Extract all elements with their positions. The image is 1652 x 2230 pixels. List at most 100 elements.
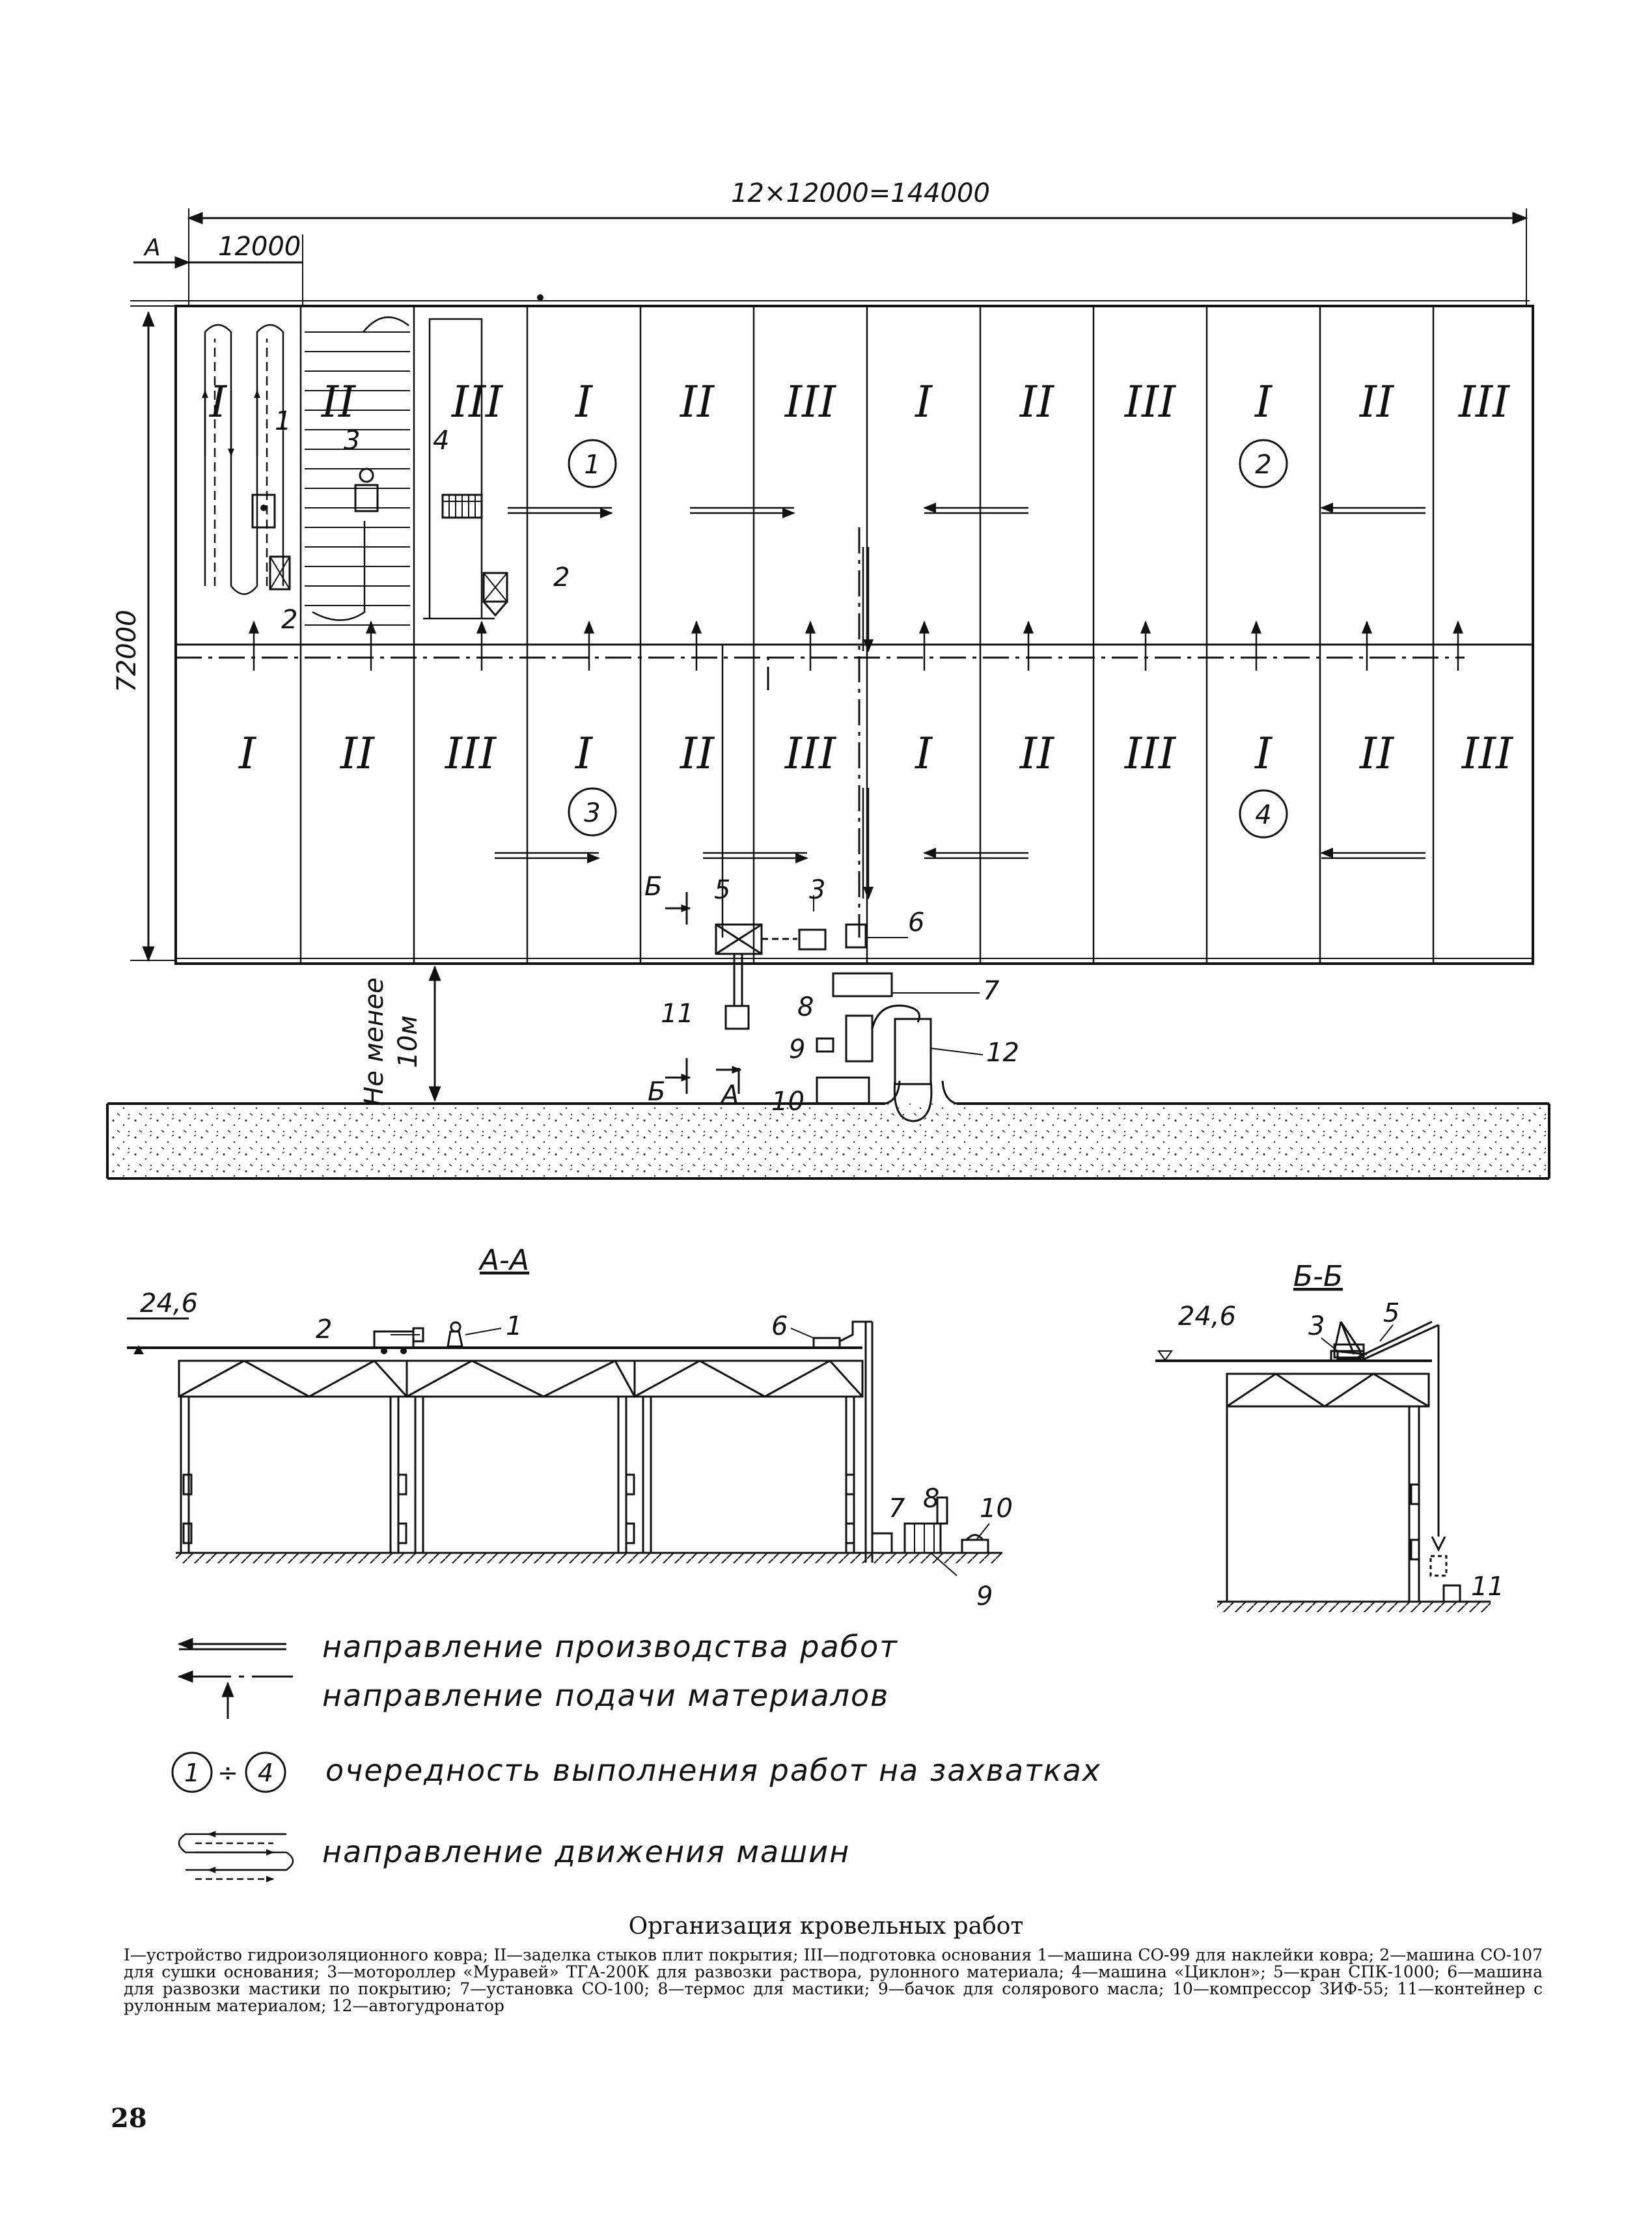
road-strip [106, 1080, 1550, 1180]
oil-tank-icon [816, 1037, 834, 1053]
roll-container-icon [724, 1005, 750, 1030]
co100-unit-icon [832, 972, 893, 997]
section-label: 5 [1383, 1298, 1399, 1328]
machine-label-3: 3 [344, 426, 360, 456]
mastic-thermos-icon [903, 1522, 942, 1554]
section-aa-elevation: 24,6 [140, 1289, 198, 1318]
sequence-number: 1 [584, 450, 600, 480]
section-cut-label: Б [644, 872, 662, 902]
work-arrow-left [923, 848, 1028, 859]
plan-machine-labels: 1 2 3 4 2 [275, 406, 570, 635]
work-arrow-left [1320, 503, 1425, 514]
machine-label-2: 2 [553, 563, 570, 592]
legend-sequence-to: 4 [258, 1759, 273, 1787]
legend-sequence: очередность выполнения работ на захватка… [325, 1753, 1101, 1788]
row-label: I [575, 377, 594, 427]
page-number: 28 [111, 2103, 147, 2134]
work-arrow-right [495, 852, 600, 863]
section-label: 9 [976, 1582, 993, 1611]
mastic-cart-icon [845, 923, 867, 949]
section-cut-marks: Б Б А [644, 872, 742, 1110]
row-label: I [1254, 377, 1273, 427]
total-dimension-label: 12×12000=144000 [731, 178, 990, 208]
scooter-icon [1336, 1350, 1362, 1360]
legend-work-direction-symbol [177, 1638, 286, 1651]
scooter-icon [798, 928, 827, 951]
legend-sequence-separator: ÷ [217, 1759, 238, 1787]
section-label: 8 [923, 1484, 939, 1514]
row-label: I [915, 377, 933, 427]
work-arrow-left [1320, 848, 1425, 859]
co100-unit-icon [871, 1532, 893, 1554]
row-label: I [915, 729, 933, 779]
section-label: 2 [316, 1315, 332, 1345]
machine-label-7: 7 [983, 976, 1000, 1006]
machine-label-2: 2 [281, 605, 297, 635]
row-label: I [209, 377, 228, 427]
height-dimension-line: 72000 [112, 305, 176, 962]
machine-label-6: 6 [908, 908, 924, 938]
section-label: 1 [506, 1311, 522, 1341]
row-label: II [1019, 377, 1055, 427]
work-arrow-left [923, 503, 1028, 514]
min-distance-dimension: Не менее 10м [359, 965, 441, 1106]
roll-container-icon [1442, 1584, 1461, 1603]
sequence-circles: 1 2 3 4 [568, 439, 1288, 839]
section-cut-label: Б [648, 1077, 665, 1107]
row-label: II [321, 377, 357, 427]
row-label: II [1019, 729, 1055, 779]
machine-label-12: 12 [986, 1038, 1019, 1068]
legend-work-direction: направление производства работ [322, 1629, 898, 1664]
section-label: 3 [1308, 1311, 1325, 1341]
section-label: 10 [980, 1494, 1013, 1524]
min-distance-label: Не менее [359, 977, 389, 1106]
row-label: II [680, 377, 715, 427]
machine-label-9: 9 [789, 1035, 805, 1065]
plan-machines [251, 467, 508, 617]
machine-label-1: 1 [275, 406, 291, 436]
section-label: 7 [888, 1494, 905, 1524]
machine-label-11: 11 [661, 999, 694, 1029]
row-label: II [1359, 729, 1395, 779]
height-dimension-label: 72000 [112, 609, 142, 692]
work-arrow-right [508, 507, 613, 518]
sequence-number: 3 [584, 798, 600, 828]
section-bb-elevation: 24,6 [1178, 1302, 1236, 1331]
row-label: III [784, 729, 837, 779]
row-label: II [680, 729, 715, 779]
bitumen-truck-icon [894, 1018, 932, 1085]
row-label: III [451, 377, 504, 427]
bay-dimension-line: 12000 А [133, 232, 303, 306]
joint-sealing-hatch [305, 331, 410, 626]
section-mark-top: А [143, 234, 161, 261]
material-supply-line [174, 527, 1465, 938]
row-label: I [238, 729, 257, 779]
row-label: I [575, 729, 594, 779]
machine-co107-icon [482, 572, 508, 603]
machine-movement-paths [202, 316, 495, 621]
work-arrow-right [703, 852, 808, 863]
min-distance-label: 10м [393, 1015, 423, 1068]
bay-dimension-label: 12000 [218, 232, 301, 262]
section-bb-title: Б-Б [1293, 1260, 1343, 1293]
machine-co107-icon [373, 1330, 415, 1349]
sequence-number: 4 [1255, 800, 1271, 830]
machine-label-3: 3 [809, 875, 825, 905]
compressor-icon [961, 1539, 989, 1554]
work-direction-arrows [495, 503, 1425, 863]
row-label: III [784, 377, 837, 427]
machine-label-4: 4 [433, 426, 449, 456]
row-label: III [1461, 729, 1514, 779]
row-label: II [1359, 377, 1395, 427]
row-label: II [340, 729, 376, 779]
machine-label-8: 8 [797, 992, 814, 1022]
site-equipment-labels: 5 3 6 7 8 11 9 10 12 [661, 875, 1019, 1117]
machine-co107-icon [269, 555, 291, 591]
bottom-row-labels: I II III I II III I II III I II III [238, 729, 1514, 779]
sequence-number: 2 [1255, 450, 1271, 480]
row-label: III [1124, 729, 1177, 779]
section-label: 6 [771, 1311, 788, 1341]
legend-sequence-symbol: 1 ÷ 4 [171, 1751, 286, 1793]
mastic-cart-icon [812, 1337, 841, 1349]
